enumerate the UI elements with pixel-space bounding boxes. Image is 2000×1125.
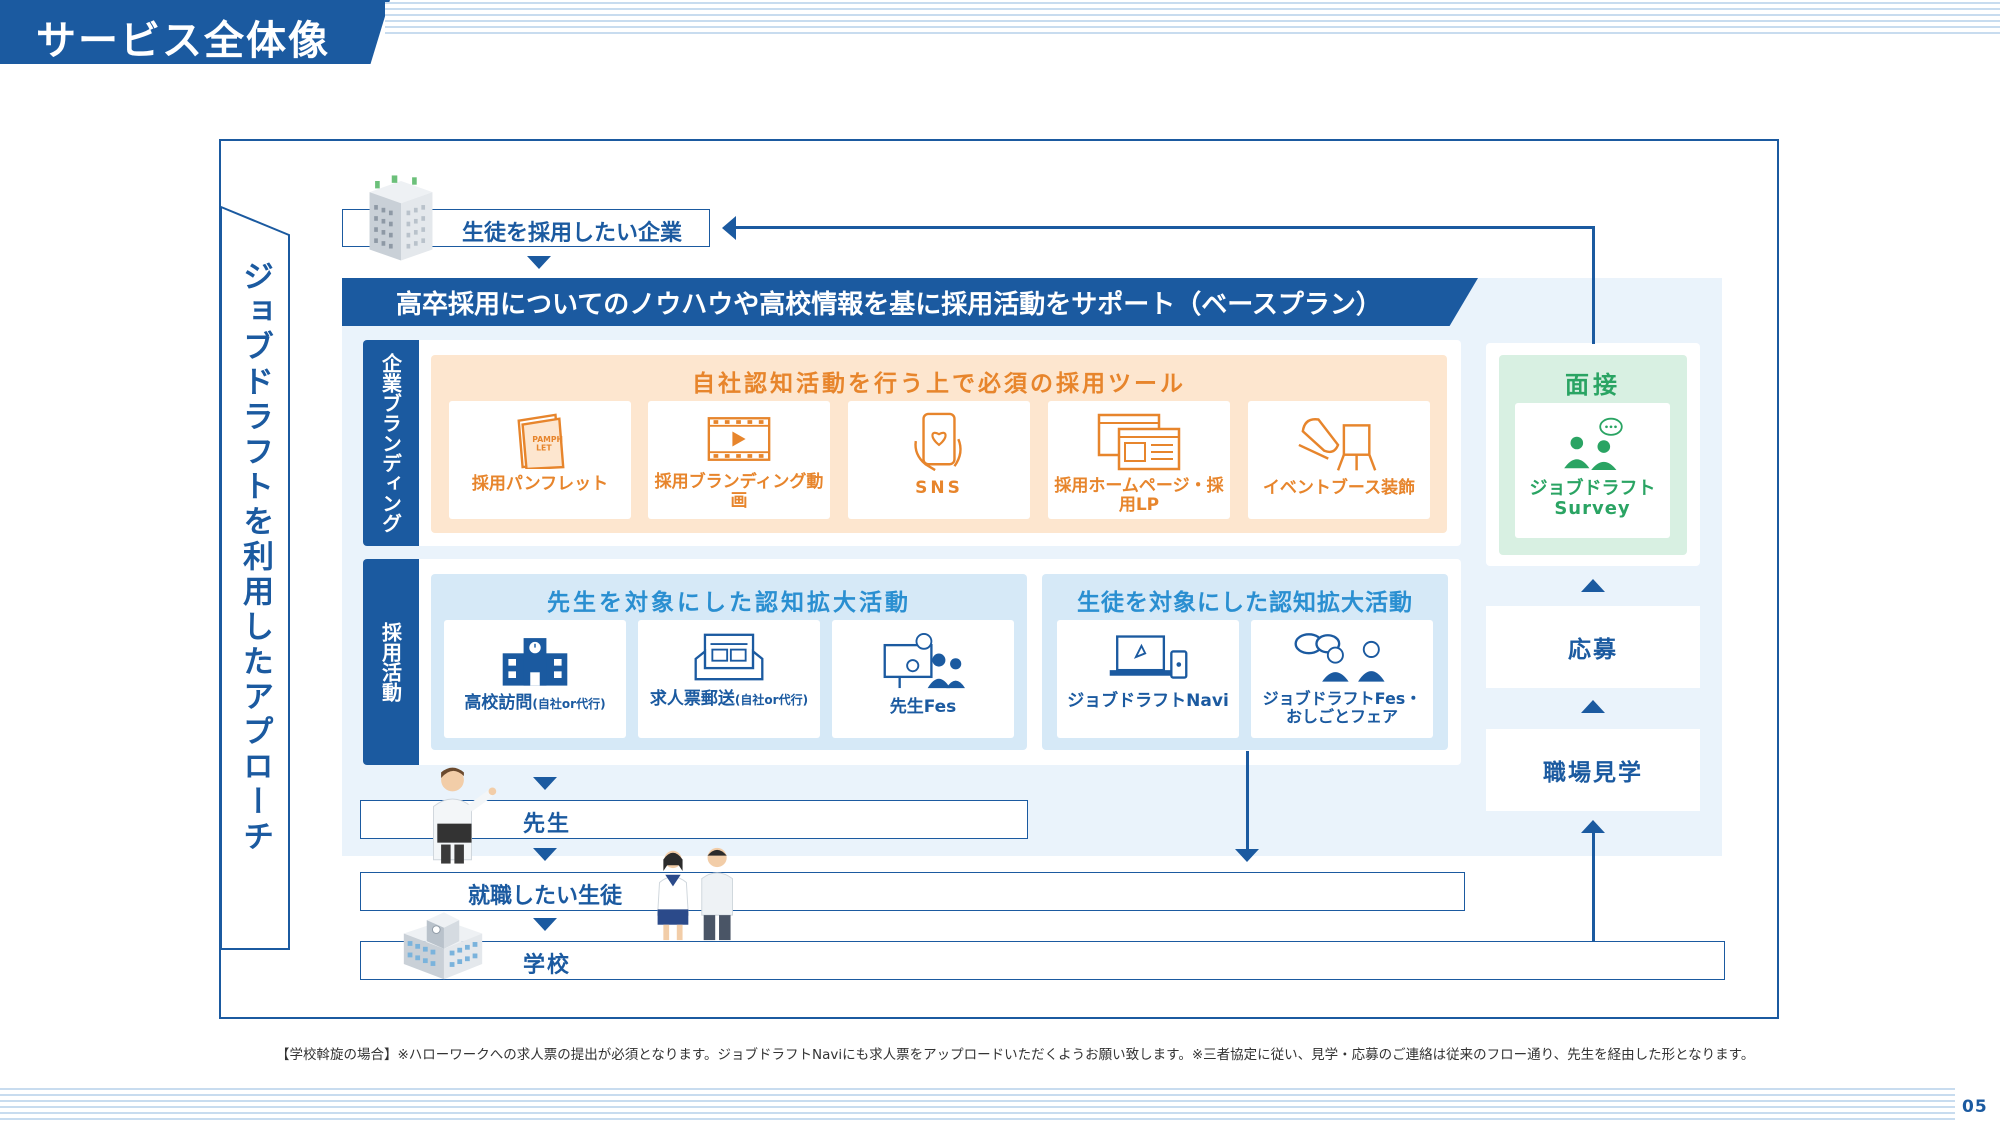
card-job-slip-text: 求人票郵送 — [649, 689, 735, 709]
card-survey: ジョブドラフト Survey — [1515, 403, 1670, 538]
office-building-icon — [369, 175, 433, 261]
page-number: 05 — [1962, 1097, 1988, 1117]
card-navi: ジョブドラフトNavi — [1057, 620, 1239, 738]
svg-text:LET: LET — [536, 444, 552, 453]
card-job-slip-sub: (自社or代行) — [734, 693, 809, 707]
people-chat-icon — [1294, 633, 1385, 682]
laptop-phone-icon — [1109, 635, 1188, 679]
company-label: 生徒を採用したい企業 — [462, 221, 683, 246]
card-website: 採用ホームページ・採用LP — [1048, 401, 1230, 519]
job-slip-icon — [694, 633, 764, 681]
presentation-icon — [883, 633, 965, 689]
header-stripes — [385, 2, 2000, 36]
card-school-visit: 高校訪問(自社or代行) — [444, 620, 626, 738]
card-booth-label: イベントブース装飾 — [1262, 478, 1416, 498]
arrow-to-company — [722, 216, 736, 240]
teacher-panel-title: 先生を対象にした認知拡大活動 — [547, 590, 911, 616]
footnote: 【学校斡旋の場合】※ハローワークへの求人票の提出が必須となります。ジョブドラフト… — [276, 1047, 1755, 1063]
recruit-tab: 採用活動 — [363, 559, 419, 765]
student-row-label: 就職したい生徒 — [468, 884, 623, 909]
school-illustration — [403, 912, 483, 980]
svg-text:PAMPH: PAMPH — [532, 435, 563, 444]
return-line-vertical — [1592, 226, 1595, 344]
student-row — [360, 872, 1465, 911]
interview-people-icon — [1563, 417, 1623, 470]
card-pamphlet-label: 採用パンフレット — [471, 474, 609, 494]
card-sns-label: SNS — [915, 478, 963, 498]
card-school-visit-sub: (自社or代行) — [532, 697, 606, 711]
video-icon — [707, 417, 771, 461]
navi-to-student-line — [1246, 751, 1249, 851]
card-teacher-fes-label: 先生Fes — [889, 697, 957, 717]
branding-title: 自社認知活動を行う上で必須の採用ツール — [692, 371, 1186, 397]
arrow-to-teacher — [533, 777, 557, 790]
title-bar — [0, 0, 390, 64]
workplace-visit-box: 職場見学 — [1486, 729, 1700, 811]
card-pamphlet: PAMPH LET 採用パンフレット — [449, 401, 631, 519]
apply-box: 応募 — [1486, 606, 1700, 688]
school-row — [360, 941, 1725, 980]
card-job-slip: 求人票郵送(自社or代行) — [638, 620, 820, 738]
branding-tab: 企業ブランディング — [363, 340, 419, 546]
card-booth: イベントブース装飾 — [1248, 401, 1430, 519]
smartphone-icon — [914, 412, 962, 472]
school-building-icon — [502, 638, 568, 686]
card-fes-line1: ジョブドラフトFes・ — [1262, 689, 1422, 708]
arrow-up-apply — [1581, 700, 1605, 713]
card-school-visit-label: 高校訪問(自社or代行) — [464, 694, 605, 713]
booth-icon — [1298, 418, 1377, 471]
card-fes: ジョブドラフトFes・ おしごとフェア — [1251, 620, 1433, 738]
arrow-to-visit — [1581, 820, 1605, 833]
card-school-visit-text: 高校訪問 — [464, 693, 533, 713]
base-plan-banner-text: 高卒採用についてのノウハウや高校情報を基に採用活動をサポート（ベースプラン） — [396, 290, 1382, 320]
card-survey-line1: ジョブドラフト — [1529, 478, 1656, 499]
arrow-up-interview — [1581, 579, 1605, 592]
card-survey-label: ジョブドラフト Survey — [1530, 479, 1656, 519]
school-to-visit-line — [1592, 832, 1595, 942]
arrow-to-school-row — [533, 918, 557, 931]
teacher-illustration — [433, 767, 497, 864]
side-label-shape — [220, 205, 290, 950]
pamphlet-icon: PAMPH LET — [517, 413, 565, 469]
card-video-label: 採用ブランディング動画 — [654, 472, 824, 511]
return-line-horizontal — [736, 226, 1595, 229]
student-panel-title: 生徒を対象にした認知拡大活動 — [1077, 590, 1413, 616]
school-row-label: 学校 — [523, 953, 572, 978]
card-fes-label: ジョブドラフトFes・ おしごとフェア — [1263, 690, 1422, 725]
footer-stripes — [0, 1088, 1955, 1120]
card-fes-line2: おしごとフェア — [1285, 706, 1398, 726]
base-plan-banner — [342, 278, 1478, 326]
website-icon — [1097, 413, 1181, 471]
card-video: 採用ブランディング動画 — [648, 401, 830, 519]
teacher-row-label: 先生 — [523, 812, 572, 837]
card-website-label: 採用ホームページ・採用LP — [1054, 476, 1224, 515]
arrow-to-student — [1235, 849, 1259, 862]
arrow-company-down — [527, 256, 551, 269]
card-survey-line2: Survey — [1554, 497, 1631, 519]
card-navi-label: ジョブドラフトNavi — [1067, 691, 1229, 711]
side-label: ジョブドラフトを利用したアプローチ — [237, 260, 273, 855]
interview-title: 面接 — [1565, 371, 1621, 399]
card-teacher-fes: 先生Fes — [832, 620, 1014, 738]
page-title: サービス全体像 — [36, 18, 330, 64]
card-job-slip-label: 求人票郵送(自社or代行) — [650, 690, 808, 709]
students-illustration — [657, 847, 733, 941]
card-sns: SNS — [848, 401, 1030, 519]
arrow-to-student-row — [533, 848, 557, 861]
